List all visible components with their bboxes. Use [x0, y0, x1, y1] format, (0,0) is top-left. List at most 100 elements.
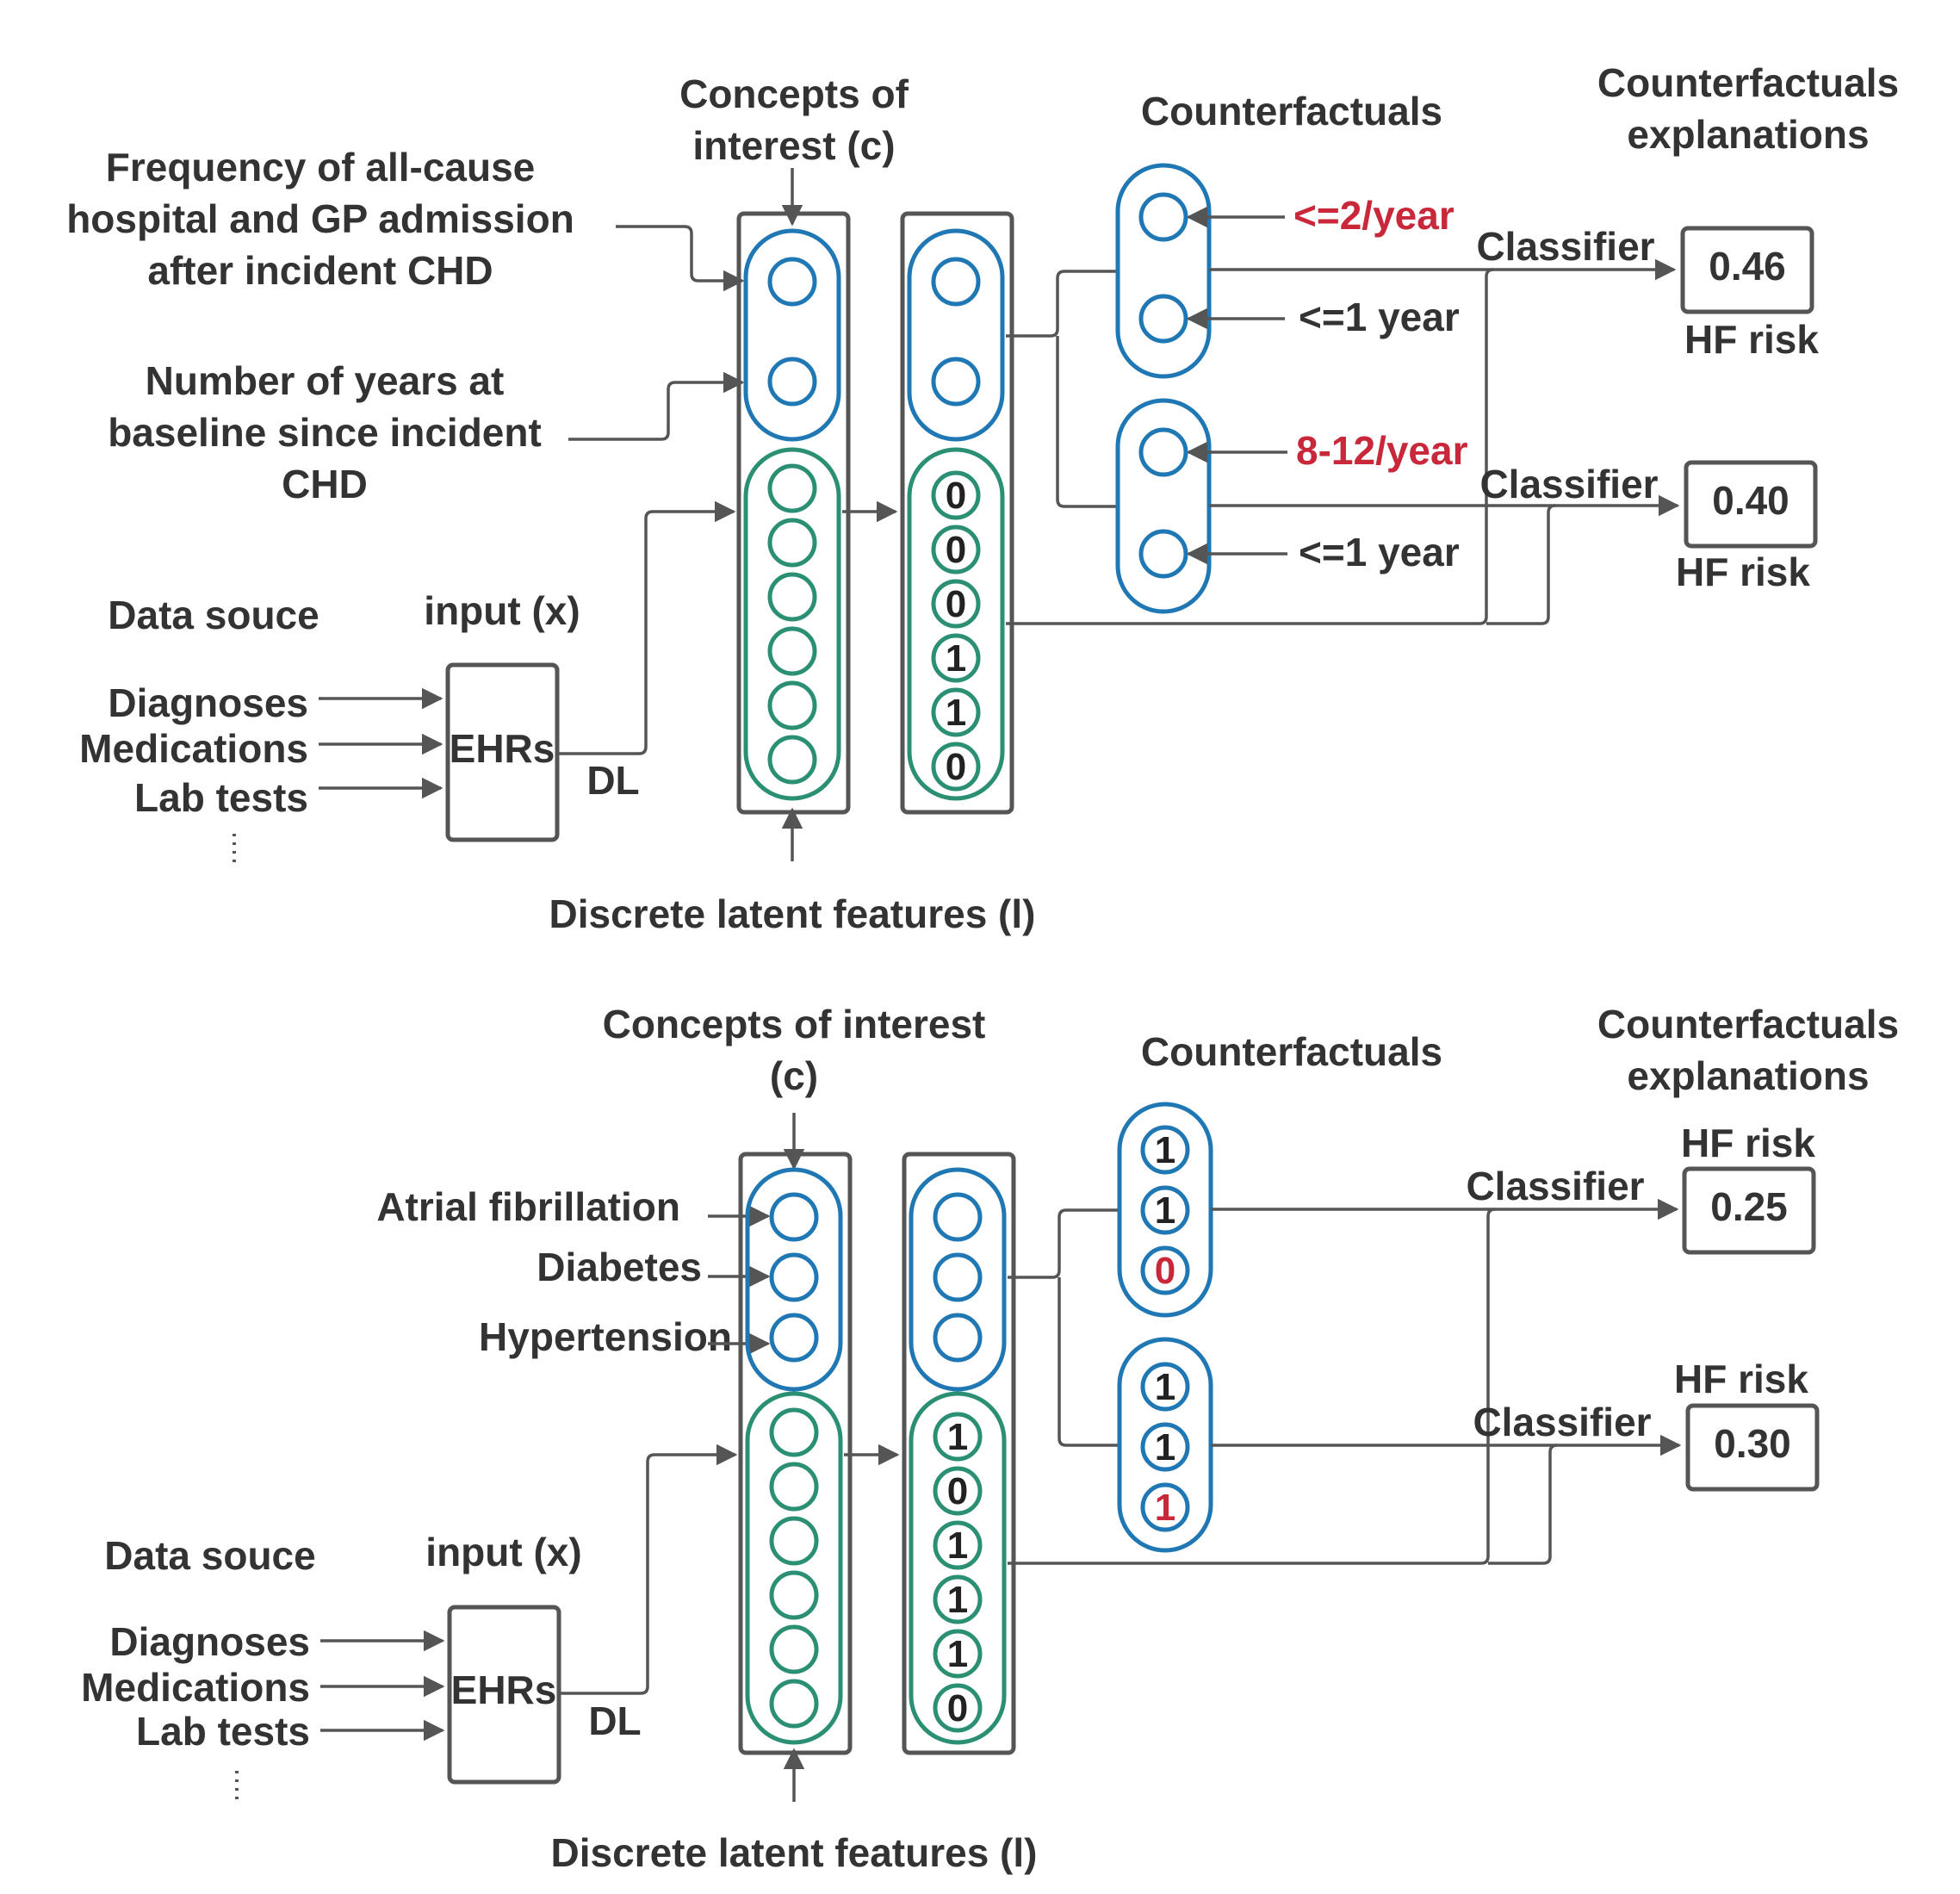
latent-node: [767, 518, 817, 568]
classifier-label: Classifier: [1466, 1164, 1644, 1208]
counterfactual-node: [1138, 427, 1188, 477]
concept-label-frequency-line2: hospital and GP admission: [66, 196, 574, 241]
counterfactual-value: 1: [1155, 1189, 1175, 1232]
discrete-latent-node: [933, 1412, 983, 1462]
latent-value: 0: [946, 475, 966, 517]
counterfactual-capsule-1: [1115, 163, 1212, 379]
source-lab-tests: Lab tests: [136, 1709, 310, 1754]
explanations-title-line1: Counterfactuals: [1597, 1002, 1899, 1046]
concept-node: [767, 357, 817, 407]
discrete-concept-capsule: [909, 1167, 1007, 1392]
counterfactual-value-highlight: 0: [1155, 1250, 1175, 1292]
counterfactual-value: <=1 year: [1299, 295, 1460, 339]
latent-node: [767, 463, 817, 513]
latent-to-classifier-1: [1006, 268, 1494, 625]
concept-capsule: [745, 1167, 843, 1392]
risk-value: 0.40: [1712, 478, 1789, 523]
discrete-latent-node: [931, 687, 981, 737]
discrete-concept-capsule: [907, 228, 1005, 442]
source-medications: Medications: [79, 726, 308, 771]
concept-label-frequency-line3: after incident CHD: [147, 248, 493, 293]
risk-box: [1680, 226, 1814, 314]
concept-node: [769, 1192, 819, 1242]
latent-title: Discrete latent features (l): [551, 1830, 1038, 1875]
counterfactual-node: [1140, 1482, 1190, 1532]
source-lab-tests: Lab tests: [134, 775, 308, 820]
risk-box: [1684, 460, 1818, 549]
source-medications: Medications: [81, 1665, 310, 1710]
discrete-latent-node: [931, 525, 981, 574]
counterfactual-node: [1138, 529, 1188, 579]
latent-node: [767, 572, 817, 622]
counterfactual-value: <=1 year: [1299, 530, 1460, 574]
latent-value: 1: [947, 1416, 968, 1458]
discrete-concept-node: [933, 1252, 983, 1302]
risk-label: HF risk: [1681, 1121, 1815, 1165]
concepts-title-line1: Concepts of interest: [603, 1002, 986, 1046]
explanations-title-line2: explanations: [1627, 1053, 1869, 1098]
latent-value: 0: [946, 583, 966, 625]
discrete-concept-node: [931, 257, 981, 307]
discrete-features-box: [900, 211, 1014, 815]
concept-node: [769, 1313, 819, 1363]
discrete-latent-node: [931, 579, 981, 629]
counterfactual-value: 1: [1155, 1426, 1175, 1469]
source-diagnoses: Diagnoses: [108, 680, 308, 725]
concept-label-years-line2: baseline since incident: [108, 410, 542, 455]
latent-value: 1: [947, 1525, 968, 1567]
latent-node: [769, 1516, 819, 1566]
latent-value: 0: [947, 1687, 968, 1729]
latent-capsule: [745, 1391, 843, 1745]
latent-value: 0: [946, 746, 966, 788]
counterfactual-value: 1: [1155, 1129, 1175, 1171]
concept-label-diabetes: Diabetes: [537, 1245, 702, 1289]
latent-to-classifier-2: [1488, 1444, 1558, 1565]
discrete-concept-node: [931, 357, 981, 407]
classifier-label: Classifier: [1473, 1400, 1651, 1444]
latent-node: [769, 1679, 819, 1729]
dl-label: DL: [588, 1698, 641, 1743]
ehr-label: EHRs: [451, 1667, 557, 1712]
latent-to-classifier-2: [1486, 504, 1556, 625]
discrete-latent-node: [933, 1683, 983, 1733]
concept-capsule: [743, 228, 841, 442]
dl-arrow: [557, 500, 736, 755]
counterfactual-value-highlight: <=2/year: [1293, 193, 1454, 238]
latent-value: 1: [946, 637, 966, 680]
data-source-title: Data souce: [104, 1533, 315, 1578]
counterfactuals-title: Counterfactuals: [1141, 1029, 1442, 1074]
data-source-title: Data souce: [108, 593, 319, 637]
explanations-title-line1: Counterfactuals: [1597, 60, 1899, 105]
discrete-concept-node: [933, 1313, 983, 1363]
latent-node: [769, 1570, 819, 1620]
counterfactual-node: [1140, 1185, 1190, 1235]
panel-top: Concepts of interest (c) Counterfactuals…: [66, 60, 1899, 936]
counterfactual-node: [1140, 1422, 1190, 1472]
latent-title: Discrete latent features (l): [549, 891, 1036, 936]
discrete-latent-node: [933, 1520, 983, 1570]
concept-label-atrial-fibrillation: Atrial fibrillation: [376, 1184, 680, 1229]
counterfactuals-title: Counterfactuals: [1141, 89, 1442, 134]
classifier-label: Classifier: [1476, 224, 1654, 269]
dl-arrow: [559, 1444, 738, 1695]
latent-value: 0: [946, 529, 966, 571]
risk-value: 0.30: [1714, 1421, 1791, 1466]
discrete-latent-node: [933, 1629, 983, 1679]
counterfactual-node: [1138, 192, 1188, 242]
latent-value: 1: [947, 1579, 968, 1621]
concept-label-hypertension: Hypertension: [479, 1314, 732, 1359]
discrete-latent-node: [931, 633, 981, 683]
concepts-title-line2: interest (c): [692, 123, 895, 168]
concept-label-frequency-line1: Frequency of all-cause: [106, 145, 536, 189]
latent-node: [769, 1407, 819, 1457]
counterfactual-node: [1140, 1125, 1190, 1175]
concept-connector-frequency: [616, 225, 745, 292]
risk-value: 0.25: [1710, 1184, 1788, 1229]
latent-value: 1: [946, 692, 966, 734]
discrete-latent-capsule: [909, 1391, 1007, 1745]
risk-box: [1682, 1166, 1816, 1255]
concepts-title-line2: (c): [770, 1053, 818, 1098]
counterfactual-node: [1138, 294, 1188, 344]
concept-node: [769, 1252, 819, 1302]
fork-to-counterfactual-1: [1006, 270, 1118, 338]
